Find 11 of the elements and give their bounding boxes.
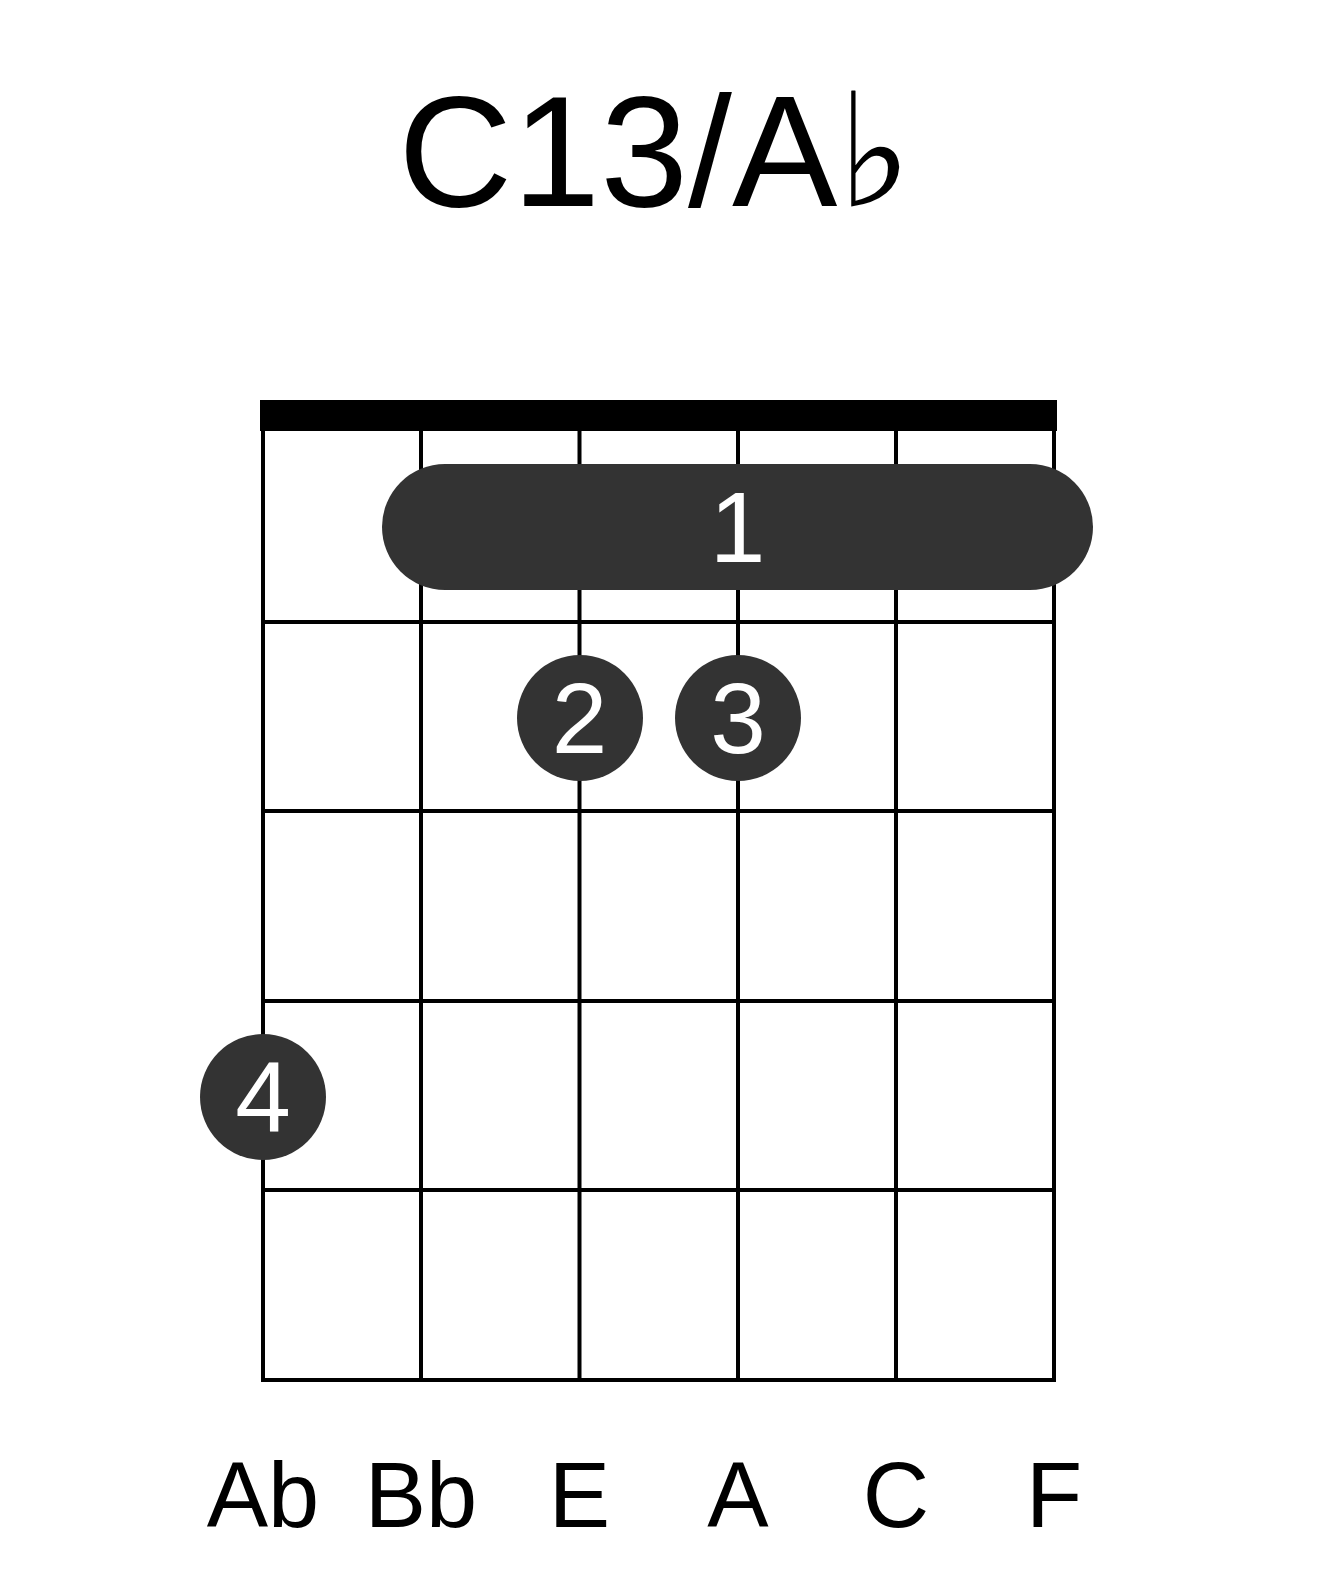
finger-number: 3 <box>710 668 766 768</box>
string-note-label: A <box>707 1449 769 1541</box>
string-note-label: Ab <box>206 1449 320 1541</box>
finger-number: 1 <box>709 477 766 577</box>
finger-number: 4 <box>235 1047 291 1147</box>
string-note-label: F <box>1025 1449 1083 1541</box>
chord-title: C13/A♭ <box>398 72 912 230</box>
finger-number: 2 <box>551 668 608 768</box>
string-note-label: C <box>862 1449 930 1541</box>
string-note-label: Bb <box>364 1449 478 1541</box>
string-note-label: E <box>548 1449 611 1541</box>
